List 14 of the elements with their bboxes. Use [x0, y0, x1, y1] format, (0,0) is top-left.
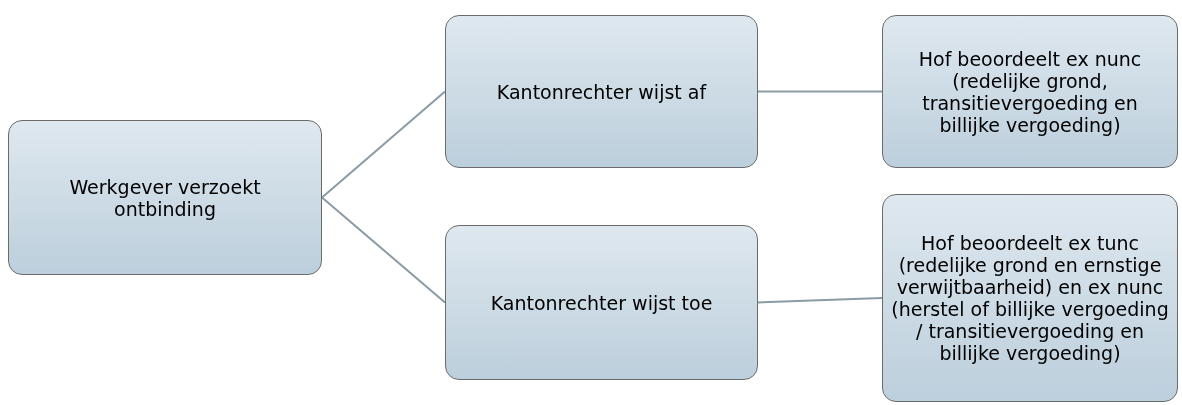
box-text: Hof beoordeelt ex tunc (redelijke grond en ernstige verwijtbaarheid) en ex nunc (herstel of billijke vergoeding / transitievergoeding en billijke vergoeding) — [891, 232, 1169, 364]
box-text: Hof beoordeelt ex nunc (redelijke grond, transitievergoeding en billijke vergoeding) — [917, 47, 1143, 136]
connector-line — [321, 90, 446, 199]
box-text: Werkgever verzoekt ontbinding — [68, 175, 262, 220]
process-box — [882, 15, 1178, 168]
box-text: Kantonrechter wijst toe — [490, 291, 713, 314]
connector-line — [321, 196, 446, 304]
process-box — [445, 15, 758, 168]
process-box — [882, 194, 1178, 402]
process-box — [8, 120, 322, 275]
connector-line — [757, 90, 883, 93]
box-text: Kantonrechter wijst af — [496, 80, 707, 103]
process-box — [445, 225, 758, 380]
connector-line — [757, 297, 883, 304]
